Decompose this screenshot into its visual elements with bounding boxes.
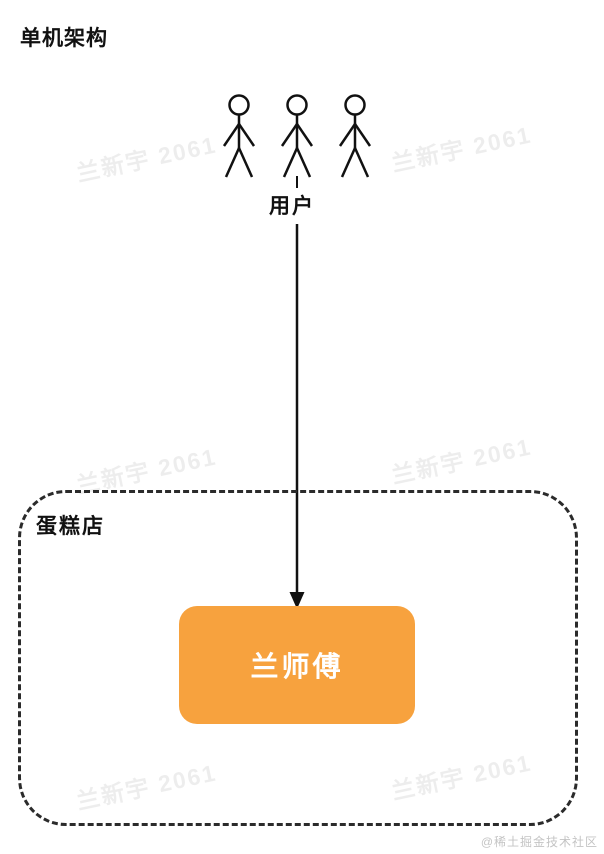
users-icon-group <box>213 93 381 181</box>
cake-shop-container <box>18 490 578 826</box>
connector-dash <box>296 176 298 188</box>
page-title: 单机架构 <box>20 27 108 50</box>
credit-text: @稀土掘金技术社区 <box>480 835 598 849</box>
watermark-text: 兰新宇 2061 <box>389 433 535 489</box>
users-label: 用户 <box>269 195 315 218</box>
person-icon <box>271 93 323 181</box>
watermark-text: 兰新宇 2061 <box>389 121 535 177</box>
server-box-label: 兰师傅 <box>250 651 344 682</box>
cake-shop-label: 蛋糕店 <box>36 515 105 538</box>
person-icon <box>329 93 381 181</box>
down-arrow <box>289 224 305 609</box>
server-box: 兰师傅 <box>179 606 415 724</box>
person-icon <box>213 93 265 181</box>
watermark-text: 兰新宇 2061 <box>74 131 220 187</box>
